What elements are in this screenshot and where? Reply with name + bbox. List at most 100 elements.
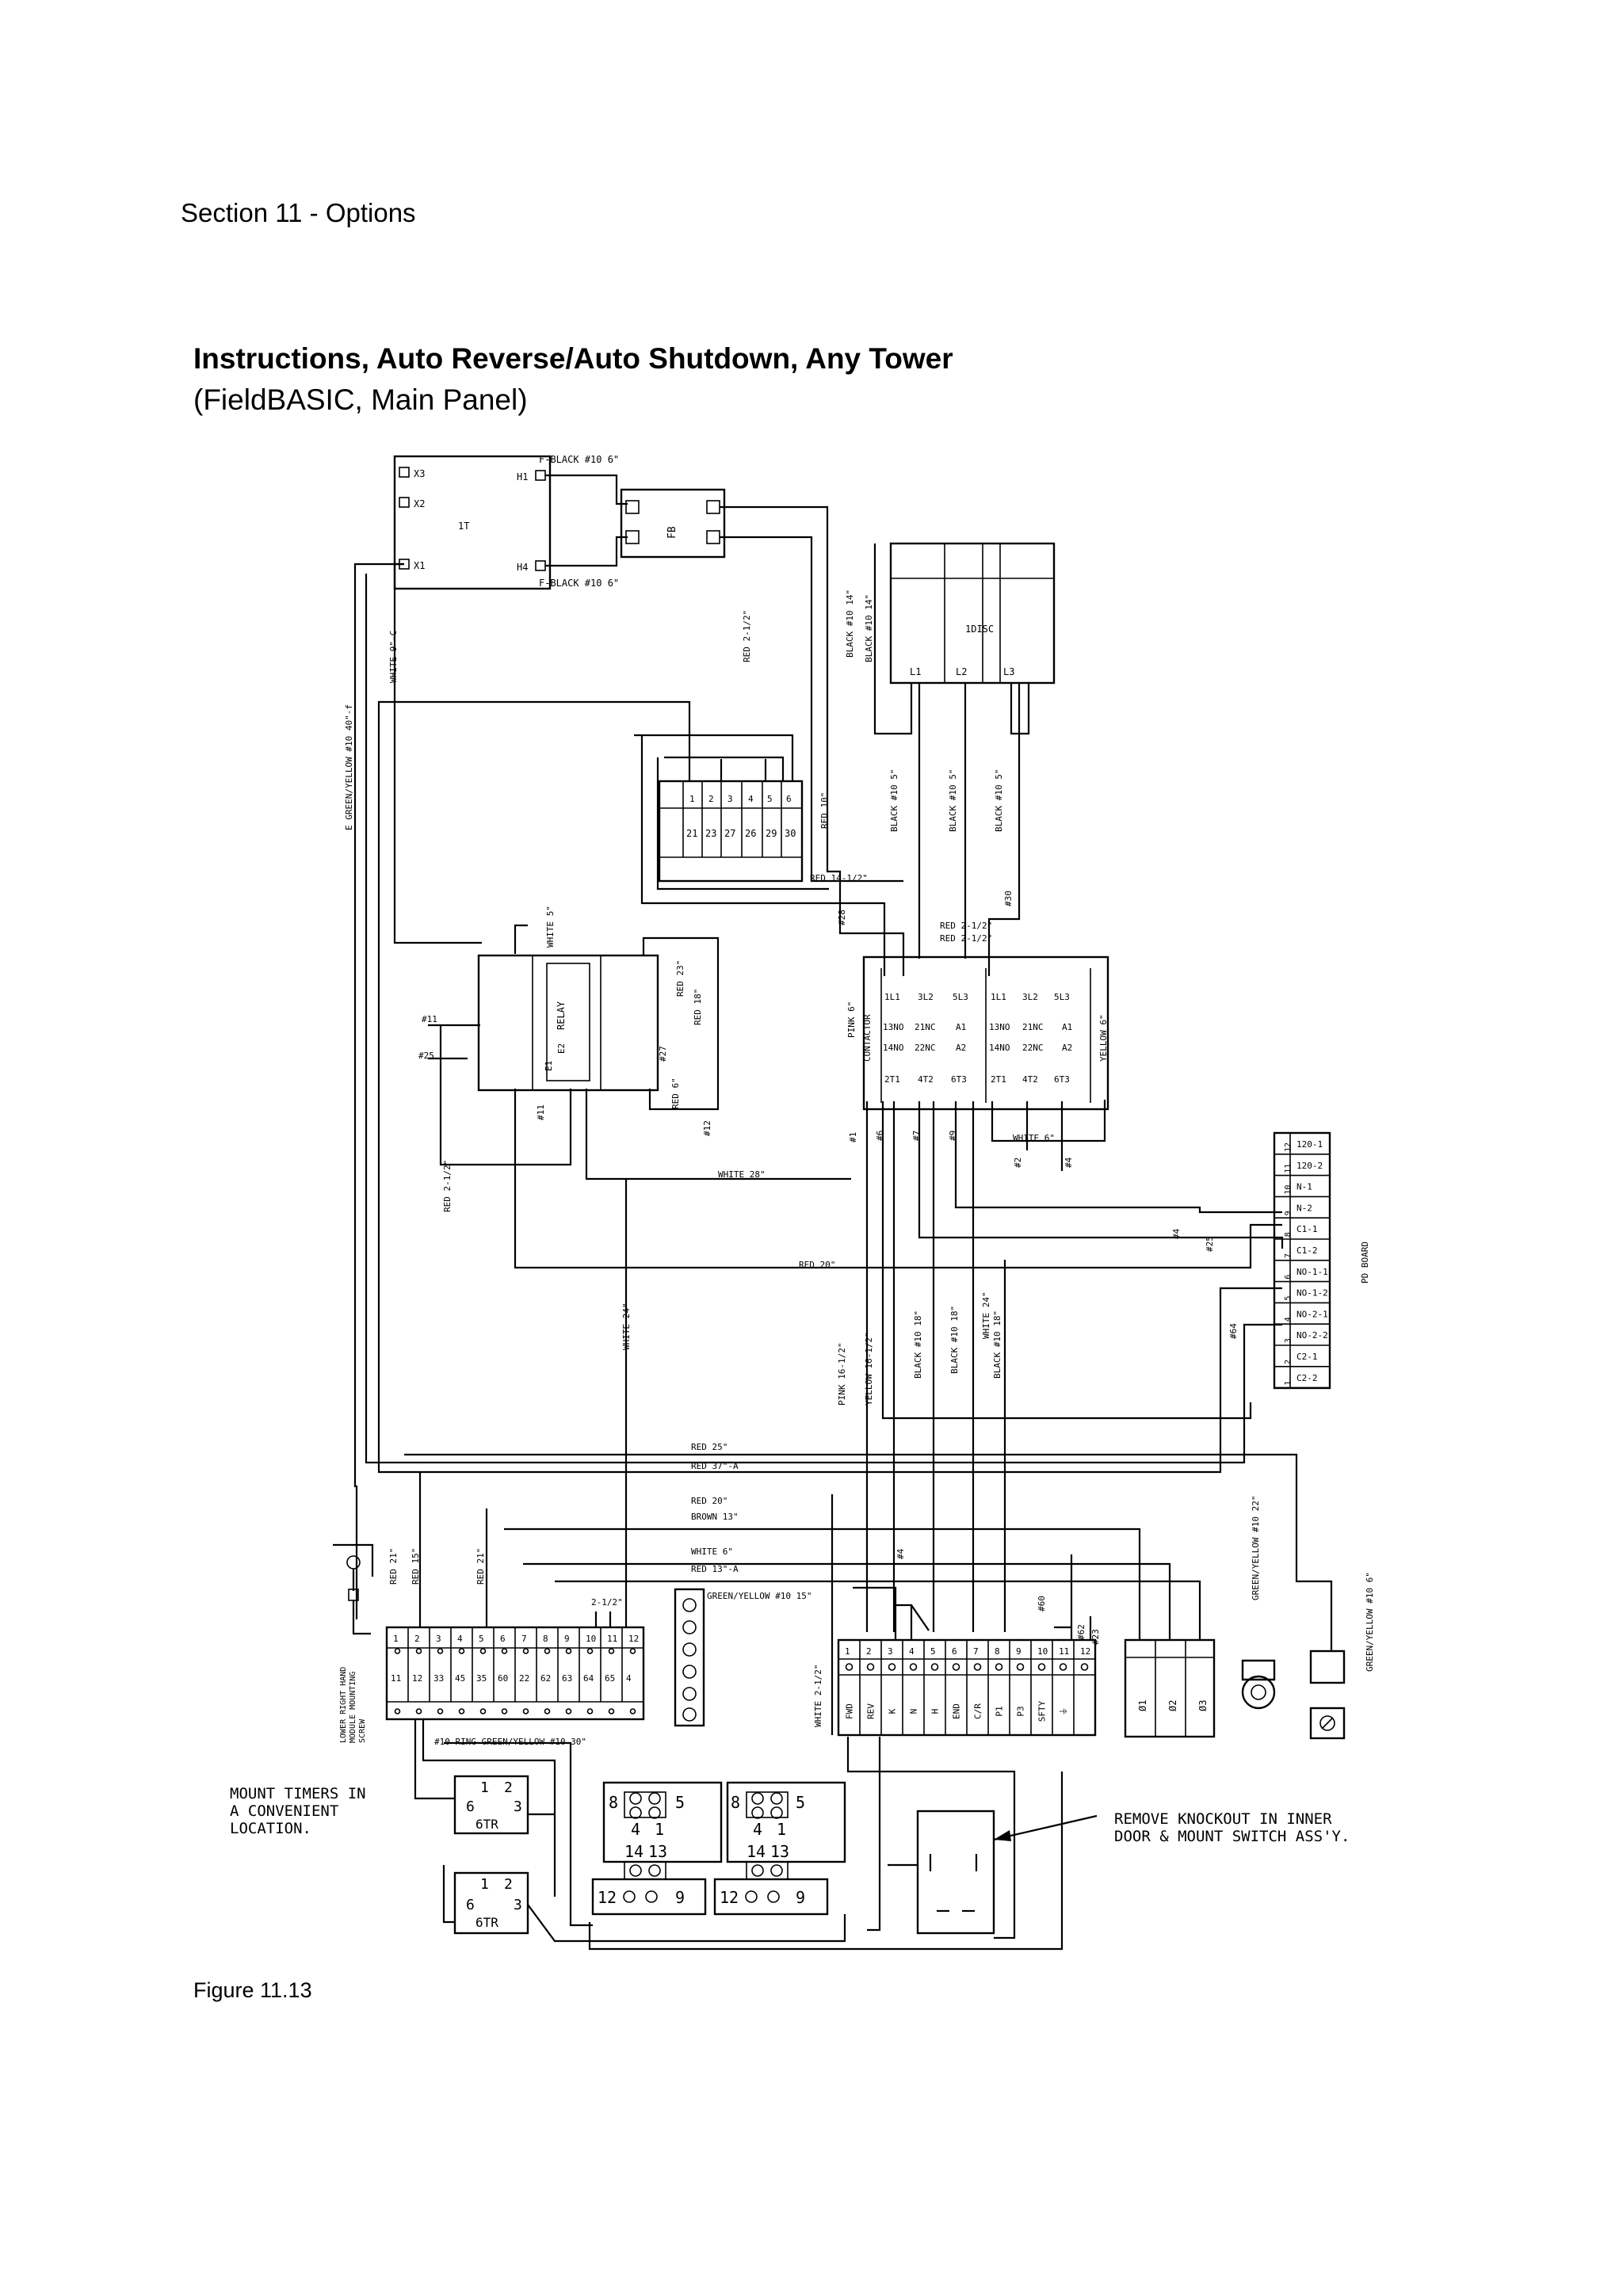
wire-label: BLACK #10 5" xyxy=(948,769,958,832)
wire-label: GREEN/YELLOW #10 15" xyxy=(707,1591,812,1601)
ground-terminal-column xyxy=(674,1588,705,1727)
terminal-label: 21 xyxy=(686,828,697,839)
socket-pin: 13 xyxy=(648,1842,667,1861)
terminal-label: 4 xyxy=(909,1646,915,1657)
pd-terminal-label: 120-2 xyxy=(1296,1161,1323,1171)
wire-label: #30 xyxy=(1003,891,1014,906)
terminal-label: 2 xyxy=(708,794,714,804)
wire-label: #28 xyxy=(837,910,847,925)
socket-pin: 5 xyxy=(796,1793,805,1812)
ground-lug-icon xyxy=(1241,1659,1276,1710)
terminal-dot xyxy=(1080,1663,1089,1671)
terminal-dot xyxy=(586,1708,594,1714)
terminal-label: 63 xyxy=(562,1673,572,1684)
contactor-terminal: 14NO xyxy=(989,1043,1010,1053)
wire-label: RED 15" xyxy=(411,1548,421,1585)
pd-terminal-label: NO-1-1 xyxy=(1296,1267,1328,1277)
wire-label: #11 xyxy=(536,1104,546,1120)
wire-label: WHITE 6" xyxy=(691,1547,733,1557)
wire-label: RED 21" xyxy=(475,1548,486,1585)
wire-label: RED 21" xyxy=(388,1548,399,1585)
contactor-terminal: A2 xyxy=(1062,1043,1072,1053)
terminal-label: 3 xyxy=(727,794,733,804)
contactor-terminal: 1L1 xyxy=(884,992,900,1002)
terminal-label: 7 xyxy=(973,1646,979,1657)
contactor-terminal: 4T2 xyxy=(918,1074,934,1085)
terminal-dot xyxy=(1016,1663,1025,1671)
terminal-dot xyxy=(458,1708,465,1714)
terminal-label: 62 xyxy=(540,1673,551,1684)
terminal-dot xyxy=(544,1708,551,1714)
terminal-label: 3 xyxy=(888,1646,893,1657)
wire-label: RED 23" xyxy=(675,960,685,997)
wire-label: PINK 16-1/2" xyxy=(837,1343,847,1405)
wire-label: #11 xyxy=(422,1014,437,1024)
terminal-dot xyxy=(930,1663,939,1671)
contactor-terminal: 6T3 xyxy=(1054,1074,1070,1085)
wire-label: RED 37"-A xyxy=(691,1461,739,1471)
wire-label: RED 25" xyxy=(691,1442,727,1452)
terminal-label: 12 xyxy=(412,1673,422,1684)
terminal-dot xyxy=(995,1663,1003,1671)
contactor-terminal: 1L1 xyxy=(991,992,1006,1002)
terminal-dot xyxy=(888,1663,896,1671)
contactor-terminal: 13NO xyxy=(883,1022,904,1032)
wire-label: #25 xyxy=(1205,1236,1215,1252)
terminal-label: 8 xyxy=(543,1634,548,1644)
disconnect-label: 1DISC xyxy=(965,624,994,635)
terminal-dot xyxy=(437,1708,444,1714)
socket-pin: 12 xyxy=(598,1888,617,1907)
contactor-terminal: 21NC xyxy=(915,1022,936,1032)
terminal-dot xyxy=(479,1708,487,1714)
contactor-terminal: 5L3 xyxy=(953,992,968,1002)
wire-label: BLACK #10 18" xyxy=(949,1306,960,1374)
wire-routing xyxy=(353,474,1333,1951)
pd-terminal-label: 120-1 xyxy=(1296,1139,1323,1150)
relay-e2: E2 xyxy=(556,1043,567,1054)
timer-pin: 2 xyxy=(504,1779,513,1796)
screw-note-line: SCREW xyxy=(358,1718,367,1743)
socket-pin: 13 xyxy=(770,1842,789,1861)
terminal-label: 45 xyxy=(455,1673,465,1684)
wire-label: BLACK #10 14" xyxy=(864,594,874,662)
terminal-dot xyxy=(565,1648,572,1654)
timer-label: 6TR xyxy=(475,1915,498,1930)
terminal-label: 4 xyxy=(748,794,754,804)
contactor-terminal: A2 xyxy=(956,1043,966,1053)
terminal-dot xyxy=(973,1663,982,1671)
terminal-label: 65 xyxy=(605,1673,615,1684)
timer-pin: 6 xyxy=(466,1897,475,1913)
terminal-dot xyxy=(909,1663,918,1671)
terminal-label: P3 xyxy=(1016,1706,1026,1716)
terminal-label: 3 xyxy=(436,1634,441,1644)
wire-label: WHITE 28" xyxy=(718,1169,766,1180)
socket-pin: 1 xyxy=(777,1820,786,1839)
terminal-strip-top: 1 2 3 4 5 6 21 23 27 26 29 30 xyxy=(658,780,804,883)
wire-label: E GREEN/YELLOW #10 40"-f xyxy=(344,704,354,830)
pd-terminal-number: 1 xyxy=(1284,1381,1293,1386)
contactor-terminal: 3L2 xyxy=(1022,992,1038,1002)
wire-label: RED 2-1/2" xyxy=(940,933,992,944)
timer-6tr-lower: 1 2 6 3 6TR xyxy=(453,1871,529,1935)
ground-switch-icon xyxy=(1309,1650,1346,1740)
wire-label: PINK 6" xyxy=(846,1001,857,1038)
disconnect-l3: L3 xyxy=(1003,666,1014,677)
socket-pin: 9 xyxy=(796,1888,805,1907)
contactor-terminal: 14NO xyxy=(883,1043,904,1053)
contactor-terminal: 6T3 xyxy=(951,1074,967,1085)
terminal-dot xyxy=(501,1708,508,1714)
pd-board-label: PD BOARD xyxy=(1360,1241,1370,1283)
contactor-terminal: 2T1 xyxy=(991,1074,1006,1085)
terminal-label: 60 xyxy=(498,1673,508,1684)
wire-label: 2-1/2" xyxy=(591,1597,623,1608)
terminal-label: 11 xyxy=(607,1634,617,1644)
pd-terminal-number: 3 xyxy=(1284,1338,1293,1343)
terminal-label: SFTY xyxy=(1037,1700,1048,1722)
switch-note-line: REMOVE KNOCKOUT IN INNER xyxy=(1114,1810,1332,1828)
terminal-label: 5 xyxy=(930,1646,936,1657)
terminal-label: 1 xyxy=(845,1646,850,1657)
terminal-label: END xyxy=(952,1703,962,1719)
phase-label: Ø3 xyxy=(1197,1700,1209,1711)
contactor-terminal: 5L3 xyxy=(1054,992,1070,1002)
terminal-dot xyxy=(608,1648,615,1654)
